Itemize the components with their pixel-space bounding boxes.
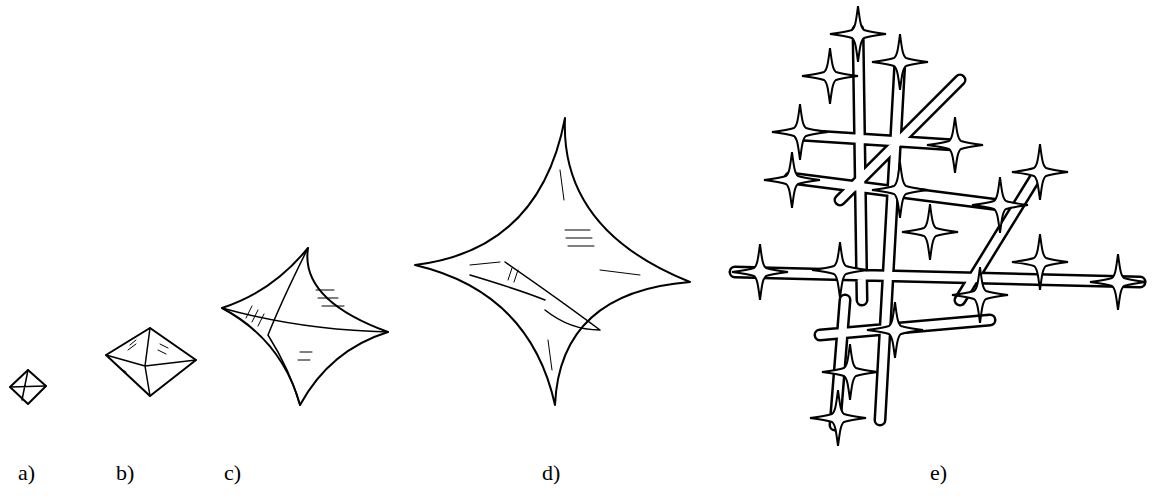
- panel-label: a): [18, 462, 35, 484]
- panel-label: b): [116, 462, 134, 484]
- panel-label: c): [224, 462, 241, 484]
- panel-label: d): [542, 462, 560, 484]
- crystal-d: [415, 118, 690, 405]
- crystal-c: [222, 248, 388, 405]
- crystal-a: [10, 370, 46, 404]
- crystal-e-dendrite: [732, 6, 1146, 446]
- crystal-b: [106, 328, 196, 396]
- panel-label: e): [930, 462, 947, 484]
